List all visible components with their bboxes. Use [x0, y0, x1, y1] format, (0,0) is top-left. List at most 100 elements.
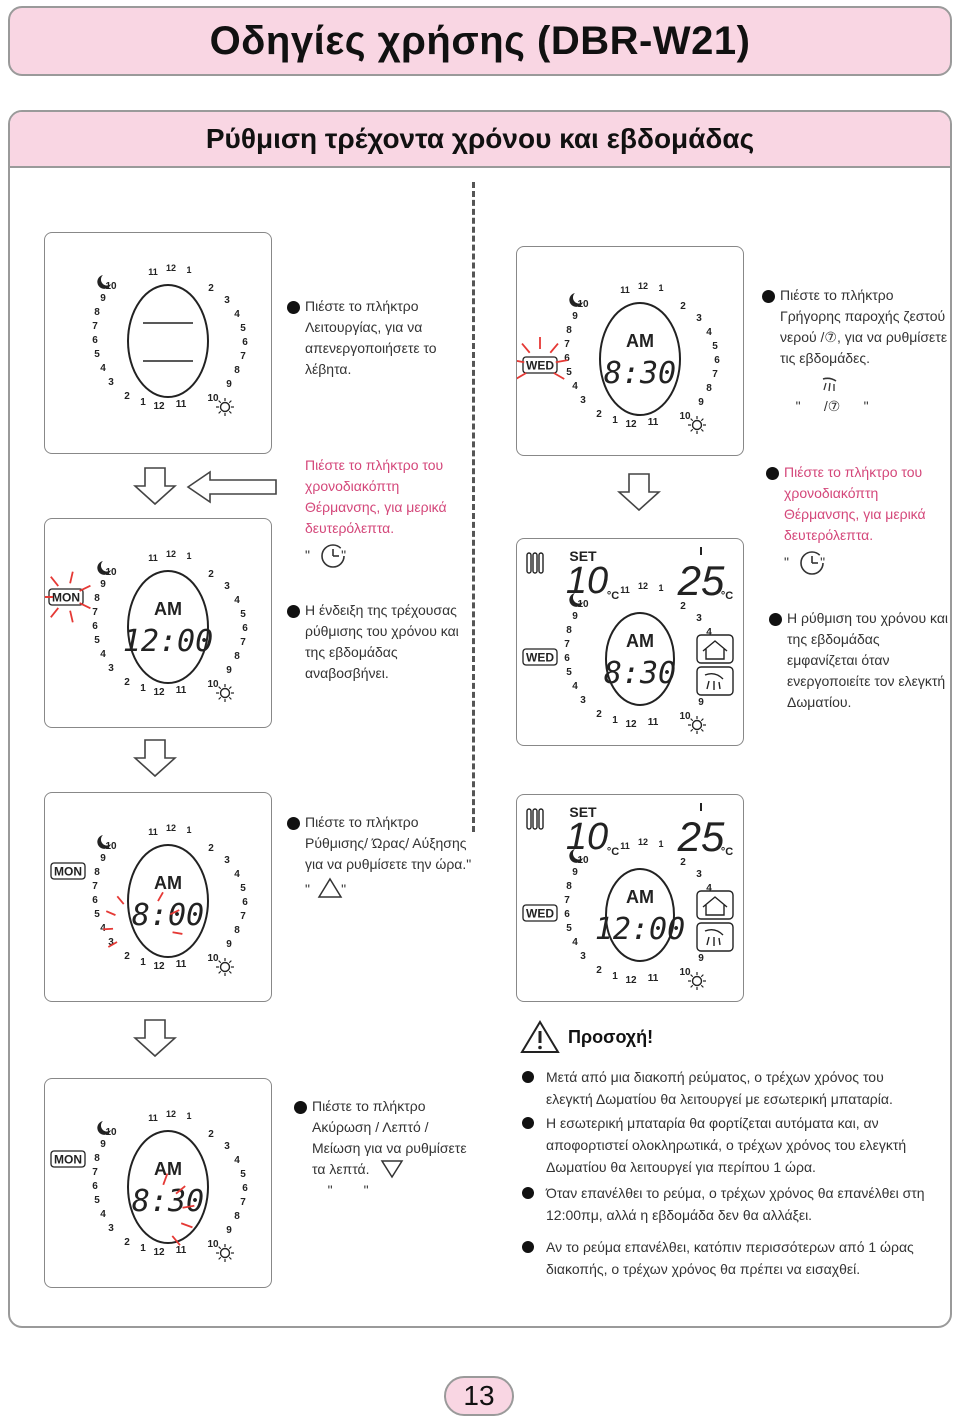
sun-ray [218, 960, 222, 964]
dial-number: 5 [240, 1169, 246, 1180]
down-symbol-row: " " [312, 1160, 403, 1240]
dial-number: 1 [186, 551, 191, 561]
day-label: WED [526, 359, 554, 373]
moon-icon [569, 293, 583, 307]
dial-number: 10 [679, 967, 691, 978]
dial-number: 12 [153, 1247, 165, 1258]
radiator-icon [538, 808, 544, 830]
dial-number: 1 [612, 715, 618, 726]
dial-number: 12 [166, 1109, 176, 1119]
dial-number: 8 [566, 881, 572, 892]
dial-number: 5 [566, 667, 572, 678]
dial-number: 3 [580, 951, 586, 962]
dial-number: 7 [92, 607, 98, 618]
dial-number: 12 [638, 837, 648, 847]
dial-number: 4 [234, 595, 240, 606]
dial-number: 1 [612, 971, 618, 982]
dial-number: 7 [240, 637, 246, 648]
section-header: Ρύθμιση τρέχοντα χρόνου και εβδομάδας [10, 112, 950, 168]
dial-number: 6 [564, 353, 570, 364]
sun-ray [700, 728, 704, 732]
dial-number: 11 [148, 553, 158, 563]
sun-ray [690, 728, 694, 732]
day-badge [522, 648, 558, 666]
arrow-down-icon [617, 473, 661, 512]
warning-title: Προσοχή! [568, 1026, 654, 1047]
blink-ray [171, 1235, 181, 1246]
celsius-unit: °C [721, 590, 733, 602]
dial-number: 2 [124, 1237, 130, 1248]
dial-number: 8 [566, 625, 572, 636]
sun-ray [218, 696, 222, 700]
blink-ray [69, 610, 74, 623]
quote-marks: " " [305, 881, 347, 897]
blink-ray [521, 342, 531, 354]
dial-number: 12 [638, 581, 648, 591]
section-frame: Ρύθμιση τρέχοντα χρόνου και εβδομάδας [8, 110, 952, 1328]
sun-ray [700, 428, 704, 432]
sun-ray [218, 410, 222, 414]
dial-number: 3 [696, 613, 702, 624]
bullet [287, 605, 300, 618]
dial-number: 12 [166, 823, 176, 833]
sun-ray [690, 418, 694, 422]
section-title: Ρύθμιση τρέχοντα χρόνου και εβδομάδας [205, 123, 755, 154]
room-temp-readout: 25 [677, 557, 725, 604]
day-badge [50, 1150, 86, 1168]
display-panel-full-final: 109876543211211234567891011121AM12:00WED… [516, 794, 744, 1002]
dial-number: 11 [620, 285, 630, 295]
time-readout: 8:00 [132, 898, 204, 933]
dial-number: 12 [638, 281, 648, 291]
dial-number: 9 [226, 379, 232, 390]
dial-number: 6 [564, 653, 570, 664]
dial-number: 2 [208, 1129, 214, 1140]
dial-number: 6 [242, 623, 248, 634]
blink-ray [180, 1222, 193, 1229]
dial-number: 11 [620, 841, 630, 851]
dial-number: 6 [242, 897, 248, 908]
arrow-down-icon [133, 1019, 177, 1058]
dial-ellipse [599, 302, 681, 416]
day-label: MON [54, 1153, 82, 1167]
dial-number: 1 [612, 415, 618, 426]
dial-number: 3 [580, 695, 586, 706]
day-label: MON [52, 591, 80, 605]
blink-ray [162, 1173, 169, 1186]
dial-number: 10 [577, 299, 589, 310]
dial-ellipse [605, 612, 675, 706]
sun-ray [218, 1256, 222, 1260]
bullet [522, 1071, 534, 1083]
dial-number: 7 [564, 639, 570, 650]
dial-number: 9 [226, 939, 232, 950]
blink-ray [107, 941, 118, 948]
dial-number: 4 [100, 363, 106, 374]
clock-icon [800, 551, 824, 575]
clock-icon [321, 544, 345, 568]
dial-number: 4 [572, 681, 578, 692]
sun-icon [219, 401, 231, 413]
dial-number: 4 [234, 1155, 240, 1166]
step-press-timer-2: Πιέστε το πλήκτρο του χρονοδιακόπτη Θέρμ… [766, 462, 954, 575]
dial-number: 4 [572, 937, 578, 948]
set-temp-readout: 10 [566, 560, 608, 602]
dial-number: 11 [176, 1245, 187, 1256]
dial-number: 11 [148, 1113, 158, 1123]
dial-number: 9 [572, 867, 578, 878]
sun-ray [218, 686, 222, 690]
dial-ellipse [127, 844, 209, 958]
dial-number: 7 [240, 1197, 246, 1208]
day-label: WED [526, 651, 554, 665]
dial-number: 2 [208, 283, 214, 294]
dial-number: 4 [100, 649, 106, 660]
quote-marks: " " [305, 547, 347, 563]
am-indicator: AM [626, 631, 654, 651]
blink-ray [172, 931, 183, 935]
sun-ray [228, 400, 232, 404]
dial-number: 12 [153, 401, 165, 412]
step-text: Πιέστε το πλήκτρο Ακύρωση / Λεπτό / Μείω… [312, 1098, 467, 1177]
sun-icon [691, 419, 703, 431]
dial-number: 3 [108, 377, 114, 388]
